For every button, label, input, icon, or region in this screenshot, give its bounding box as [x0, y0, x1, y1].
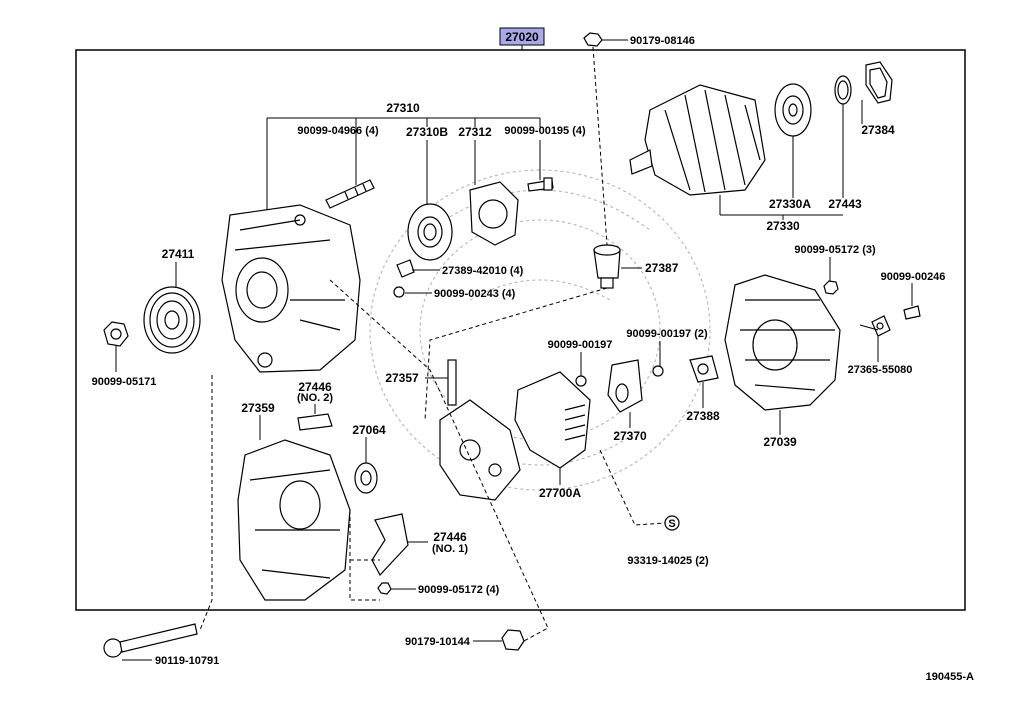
- label-90179-10144: 90179-10144: [405, 636, 471, 648]
- retainer-plate-27312: [469, 181, 519, 246]
- brush-holder-27700A: [514, 371, 591, 469]
- screw-90099-00197-2-part: [652, 365, 664, 377]
- figure-id: 190455-A: [926, 671, 974, 683]
- insulator-27387: [593, 244, 621, 289]
- nut-90099-05172-4-part: [377, 582, 392, 595]
- label-90099-05171: 90099-05171: [92, 376, 157, 388]
- rear-housing-27359: [237, 439, 351, 601]
- assembly-code-tag[interactable]: 27020: [499, 27, 545, 50]
- assembly-frame: [75, 49, 966, 611]
- regulator-27370: [607, 359, 643, 413]
- label-90099-00197: 90099-00197: [548, 339, 613, 351]
- label-90099-04966: 90099-04966 (4): [297, 125, 379, 137]
- screw-90099-00197-part: [575, 375, 587, 387]
- label-27411: 27411: [162, 247, 195, 261]
- rear-cover-27039: [724, 274, 841, 411]
- label-27310: 27310: [386, 101, 420, 115]
- pulley-27411: [143, 286, 201, 354]
- label-27446-no2: 27446: [298, 380, 332, 394]
- bearing-27310B: [407, 203, 453, 261]
- label-27446-no2-suffix: (NO. 2): [297, 392, 333, 404]
- screw-90099-00195-part: [527, 177, 554, 192]
- svg-text:S: S: [668, 518, 675, 530]
- label-27389-42010: 27389-42010 (4): [442, 265, 524, 277]
- insulator-27388: [689, 355, 719, 383]
- stud-bolt-part: [325, 179, 375, 209]
- screw-90099-00243-part: [393, 286, 405, 298]
- rectifier-27357: [439, 359, 521, 501]
- nut-90179-10144-part: [501, 629, 525, 651]
- label-27064: 27064: [352, 423, 386, 437]
- label-90099-05172-3: 90099-05172 (3): [794, 244, 876, 256]
- label-90179-08146: 90179-08146: [630, 35, 695, 47]
- label-27700A: 27700A: [539, 486, 581, 500]
- label-27387: 27387: [645, 261, 679, 275]
- label-27310B: 27310B: [406, 125, 448, 139]
- label-27446-no1: 27446: [433, 530, 467, 544]
- washer-93319-part: S: [664, 515, 680, 531]
- label-90099-00197-2: 90099-00197 (2): [626, 328, 708, 340]
- bearing-27330A: [774, 83, 812, 137]
- assembly-dashed-lines: [199, 46, 666, 642]
- through-bolt-90119-10791: [103, 623, 198, 658]
- leader-lines: [115, 39, 913, 661]
- assembly-code-label: 27020: [505, 30, 539, 44]
- label-90099-00195: 90099-00195 (4): [504, 125, 586, 137]
- label-90119-10791: 90119-10791: [155, 655, 219, 667]
- label-27384: 27384: [861, 123, 895, 137]
- rotor-27330: [629, 84, 766, 196]
- spacer-27389-part: [396, 259, 415, 278]
- label-27370: 27370: [613, 429, 647, 443]
- label-90099-00243: 90099-00243 (4): [434, 288, 516, 300]
- label-27443: 27443: [828, 197, 862, 211]
- bracket-27446-no1: [371, 513, 409, 577]
- label-27039: 27039: [763, 435, 797, 449]
- callout-labels: 90179-08146 27310 90099-04966 (4) 27310B…: [92, 35, 974, 683]
- label-27365-55080: 27365-55080: [848, 364, 913, 376]
- ring-27443: [834, 75, 852, 105]
- cover-27384: [865, 61, 893, 104]
- terminal-27365-part: [871, 315, 891, 337]
- nut-90099-05172-part: [823, 280, 839, 295]
- drive-end-housing: [221, 204, 361, 373]
- label-27446-no1-suffix: (NO. 1): [432, 543, 468, 555]
- label-93319-14025: 93319-14025 (2): [627, 555, 709, 567]
- label-90099-00246: 90099-00246: [881, 271, 946, 283]
- nut-90179-08146-part: [583, 32, 603, 47]
- bracket-27446-no2: [297, 413, 333, 431]
- label-27330A: 27330A: [769, 197, 811, 211]
- label-27357: 27357: [385, 371, 419, 385]
- nut-90099-05171: [103, 321, 129, 347]
- label-90099-05172-4: 90099-05172 (4): [418, 584, 500, 596]
- label-27359: 27359: [241, 401, 275, 415]
- label-27330: 27330: [766, 219, 800, 233]
- gasket-27064: [354, 462, 378, 494]
- label-27312: 27312: [458, 125, 492, 139]
- label-27388: 27388: [686, 409, 720, 423]
- screw-90099-00246-part: [903, 305, 921, 320]
